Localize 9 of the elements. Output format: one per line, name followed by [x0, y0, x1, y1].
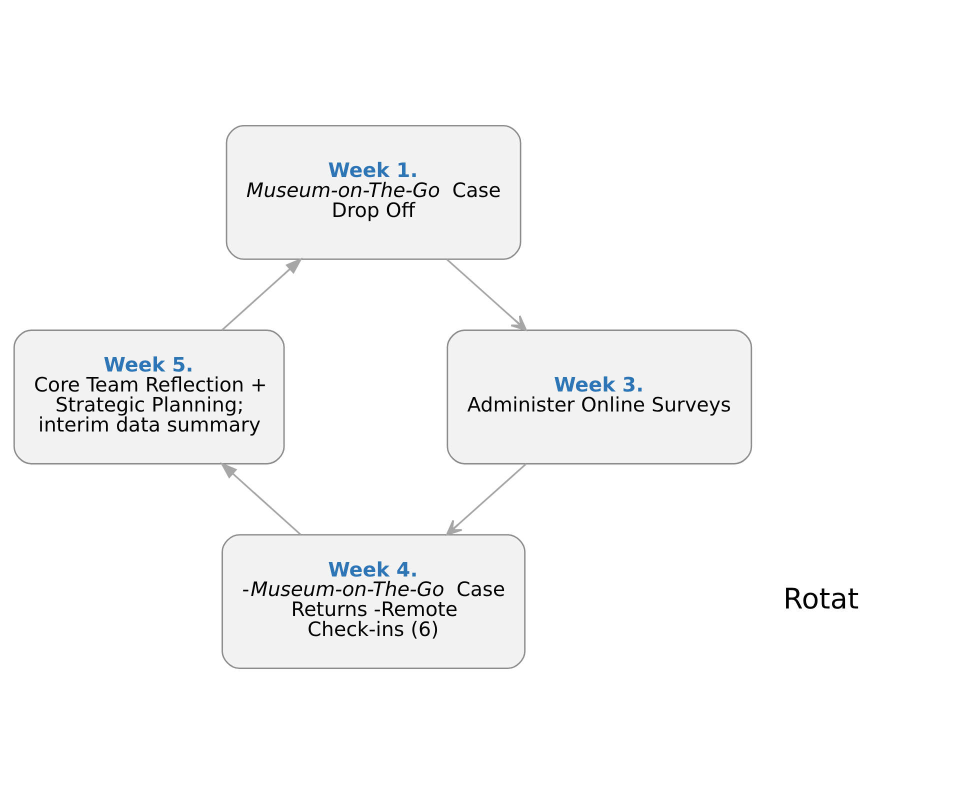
arrow: [221, 258, 303, 331]
label: Rotat: [783, 582, 859, 616]
arrow: [446, 463, 527, 536]
arrow: [446, 258, 527, 331]
node-box: Week 5. Core Team Reflection + Strategic Planning; interim data summary: [13, 330, 285, 464]
arrow: [220, 462, 302, 536]
node-box: Week 3. Administer Online Surveys: [446, 330, 752, 464]
node-box: Week 1. Museum-on-The-Go Case Drop Off: [226, 124, 522, 260]
node-box: Week 4. -Museum-on-The-Go Case Returns -Remote Check-ins (6): [222, 534, 526, 670]
